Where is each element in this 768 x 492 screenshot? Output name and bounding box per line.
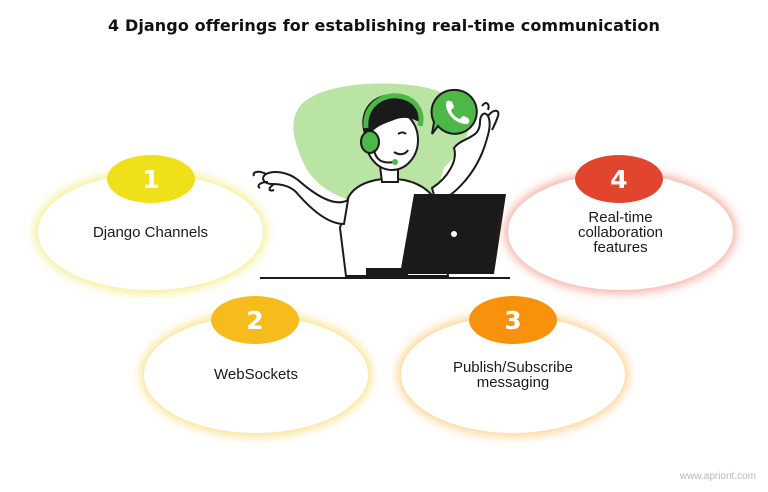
offering-label-2: WebSockets xyxy=(214,366,298,383)
offering-label-3: Publish/Subscribe messaging xyxy=(452,358,574,391)
watermark: www.apriorit.com xyxy=(679,471,756,482)
headset-band xyxy=(363,93,424,129)
number-badge-2: 2 xyxy=(211,296,299,344)
person-with-headset-icon xyxy=(252,83,510,279)
number-badge-3: 3 xyxy=(469,296,557,344)
hair xyxy=(362,93,423,138)
number-badge-1: 1 xyxy=(107,155,195,203)
number-badge-4: 4 xyxy=(575,155,663,203)
offering-label-1: Django Channels xyxy=(92,223,209,241)
left-hand-fingers xyxy=(252,170,275,192)
smile xyxy=(393,149,409,156)
right-hand-fingers xyxy=(481,102,500,131)
offering-label-4: Real-time collaboration features xyxy=(577,208,664,256)
laptop-icon xyxy=(366,194,506,278)
headset-earcup xyxy=(360,130,380,154)
eye xyxy=(397,131,407,135)
headset-mic xyxy=(373,149,395,164)
left-arm xyxy=(262,171,350,226)
phone-chat-bubble-icon xyxy=(430,88,478,135)
page-title: 4 Django offerings for establishing real… xyxy=(108,16,660,35)
right-arm xyxy=(430,112,491,204)
